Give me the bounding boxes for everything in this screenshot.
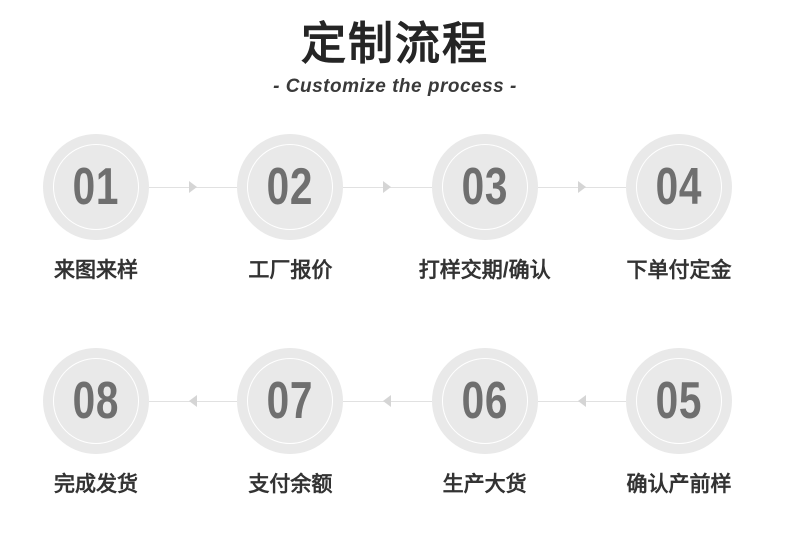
process-step-06: 06 生产大货 [410,348,560,496]
step-label: 打样交期/确认 [418,259,551,282]
process-step-04: 04 下单付定金 [604,134,754,282]
step-circle: 02 [237,134,344,240]
step-circle: 08 [43,348,149,454]
step-label: 支付余额 [248,473,333,496]
process-row-bottom: 08 完成发货 07 支付余额 06 生产大货 [21,348,754,496]
step-circle: 06 [431,348,538,454]
arrow-right-icon [577,181,586,193]
step-number: 06 [461,372,508,430]
step-number: 04 [655,158,703,216]
page-subtitle: - Customize the process - [273,76,517,98]
step-label: 工厂报价 [248,259,333,282]
process-row-top: 01 来图来样 02 工厂报价 03 打样交期/确认 [21,134,754,282]
step-label: 生产大货 [442,473,527,496]
arrow-left-icon [577,395,586,407]
process-step-07: 07 支付余额 [215,348,365,496]
step-label: 确认产前样 [626,473,732,496]
arrow-right-icon [383,181,392,193]
step-number: 02 [266,158,314,216]
page-title: 定制流程 [300,18,489,69]
step-label: 下单付定金 [626,259,732,282]
step-label: 来图来样 [54,259,138,282]
flow-connector [149,181,238,193]
step-label: 完成发货 [54,473,138,496]
arrow-left-icon [189,395,198,407]
step-number: 05 [655,372,703,430]
arrow-left-icon [383,395,392,407]
flow-connector [537,181,626,193]
step-circle: 01 [43,134,149,240]
arrow-right-icon [189,181,198,193]
header: 定制流程 - Customize the process - [0,0,790,98]
process-step-01: 01 来图来样 [21,134,171,282]
step-number: 08 [72,372,120,430]
flow-connector [537,395,626,407]
step-number: 03 [461,158,508,216]
step-circle: 04 [625,134,732,240]
step-number: 07 [266,372,314,430]
process-step-08: 08 完成发货 [21,348,171,496]
step-circle: 07 [237,348,344,454]
process-step-03: 03 打样交期/确认 [410,134,560,282]
step-number: 01 [72,158,120,216]
flow-connector [343,395,432,407]
step-circle: 03 [431,134,538,240]
step-circle: 05 [625,348,732,454]
flow-connector [149,395,238,407]
flow-connector [343,181,432,193]
process-step-05: 05 确认产前样 [604,348,754,496]
process-step-02: 02 工厂报价 [215,134,365,282]
